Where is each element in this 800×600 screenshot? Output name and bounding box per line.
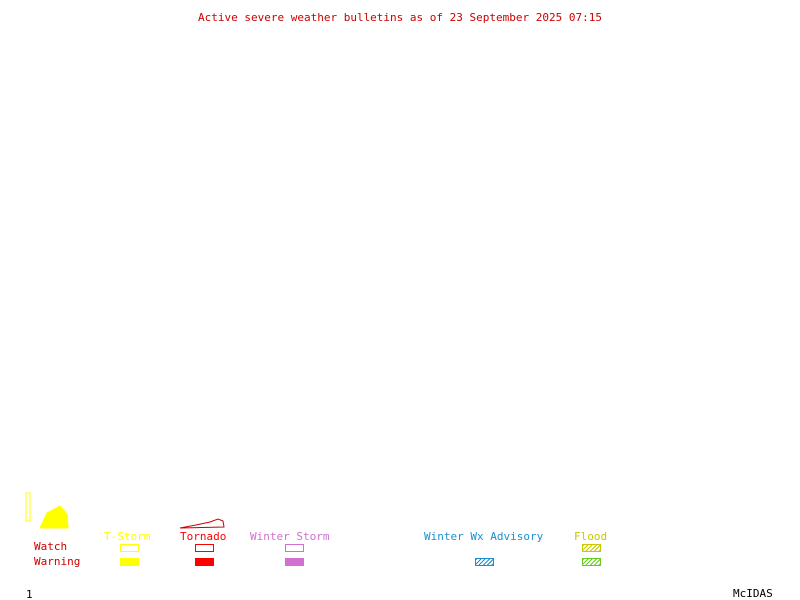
software-label: McIDAS — [733, 587, 773, 600]
legend-tstorm-label: T-Storm — [104, 530, 151, 543]
tornado-warning-swatch — [195, 558, 214, 566]
frame-number: 1 — [26, 588, 33, 600]
legend-tornado-label: Tornado — [180, 530, 227, 543]
small-yellow-tick-icon — [25, 492, 31, 522]
tornado-funnel-icon — [179, 518, 225, 529]
flood-warning-swatch — [582, 558, 601, 566]
winter-storm-warning-swatch — [285, 558, 304, 566]
winter-wx-advisory-swatch — [475, 558, 494, 566]
legend-flood-label: Flood — [574, 530, 608, 543]
legend-warning-row-label: Warning — [34, 555, 81, 568]
tornado-watch-swatch — [195, 544, 214, 552]
legend-winter-wx-advisory-label: Winter Wx Advisory — [424, 530, 544, 543]
map-title: Active severe weather bulletins as of 23… — [198, 11, 602, 24]
tstorm-polygon-icon — [39, 505, 69, 529]
legend-watch-row-label: Watch — [34, 540, 68, 553]
flood-watch-swatch — [582, 544, 601, 552]
winter-storm-watch-swatch — [285, 544, 304, 552]
tstorm-warning-swatch — [120, 558, 139, 566]
tstorm-watch-swatch — [120, 544, 139, 552]
legend-winter-storm-label: Winter Storm — [250, 530, 330, 543]
